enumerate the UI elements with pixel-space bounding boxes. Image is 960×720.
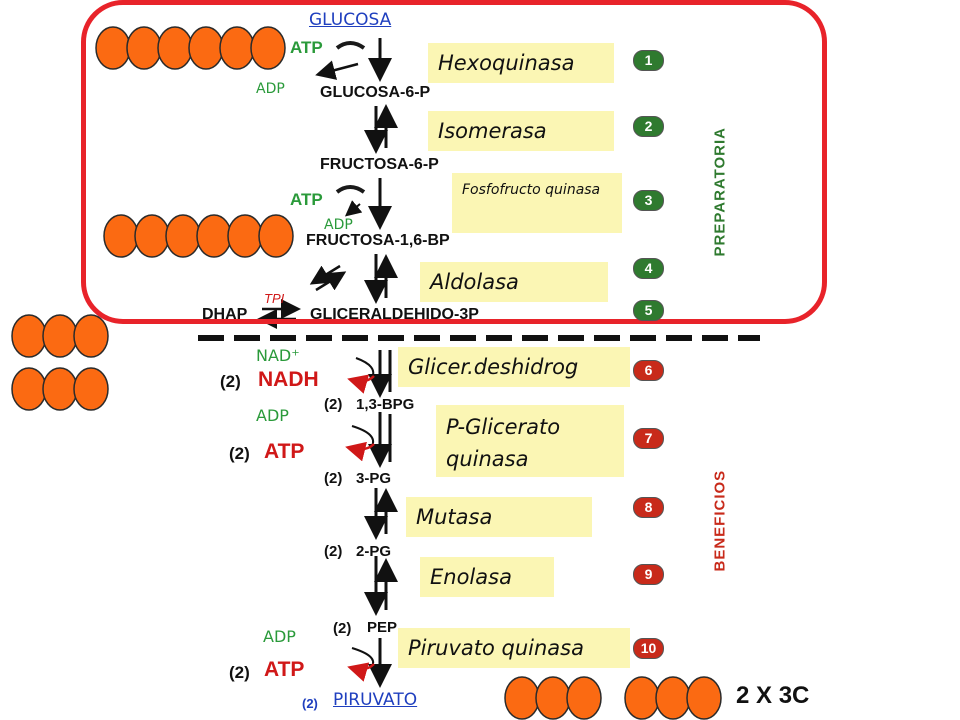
coef-2pg: (2) [324,543,343,560]
carbon-group-piruvato-1 [504,676,602,720]
cofactor-adp-step3: ADP [324,217,353,233]
arrow-step-6 [347,350,392,398]
carbon-group-triose-1 [11,314,109,358]
carbon-atom [73,367,109,411]
carbon-atom [95,26,131,70]
cofactor-adp-step10: ADP [263,627,296,646]
carbon-atom [103,214,139,258]
carbon-group-glucosa [95,26,286,70]
arrow-step-4 [309,254,398,304]
enzyme-label-tpi: TPI [264,291,285,306]
enzyme-box-mutasa: Mutasa [406,497,592,537]
cofactor-adp-step7: ADP [256,406,289,425]
carbon-atom [227,214,263,258]
metabolite-g3p: GLICERALDEHIDO-3P [310,306,479,323]
step-badge-5: 5 [633,300,664,321]
cofactor-atp-step1: ATP [290,38,323,57]
carbon-group-triose-2 [11,367,109,411]
carbon-atom [535,676,571,720]
coef-piruvato: (2) [302,696,318,711]
piruvato-label[interactable]: PIRUVATO [333,690,418,710]
enzyme-box-glicer-deshidrog: Glicer.deshidrog [398,347,630,387]
step-badge-9: 9 [633,564,664,585]
carbon-atom [11,314,47,358]
two-x-3c-label: 2 X 3C [736,682,810,709]
arrow-step-8 [364,488,398,540]
arrow-step-9 [364,556,398,616]
carbon-group-fructosa-bp [103,214,294,258]
enzyme-box-aldolasa: Aldolasa [420,262,608,302]
carbon-atom [11,367,47,411]
enzyme-box-fosfofructoquinasa: Fosfofructo quinasa [452,173,622,233]
step-badge-8: 8 [633,497,664,518]
carbon-atom [655,676,691,720]
step-badge-1: 1 [633,50,664,71]
step-badge-2: 2 [633,116,664,137]
enzyme-box-p-glicerato-quinasa: P-Glicerato quinasa [436,405,624,477]
carbon-atom [126,26,162,70]
cofactor-atp-step3: ATP [290,190,323,209]
cofactor-nadh: NADH [258,368,319,391]
metabolite-dhap: DHAP [202,306,248,323]
carbon-group-piruvato-2 [624,676,722,720]
coef-atp-step10: (2) [229,663,250,682]
step-badge-7: 7 [633,428,664,449]
glucosa-label[interactable]: GLUCOSA [309,10,392,30]
enzyme-box-isomerasa: Isomerasa [428,111,614,151]
coef-3pg: (2) [324,470,343,487]
arrow-step-1 [315,38,392,82]
metabolite-2pg: 2-PG [356,543,392,560]
arrow-step-10 [347,638,392,688]
cofactor-atp-step10: ATP [264,658,305,681]
arrow-step-2 [364,104,398,154]
cofactor-atp-step7: ATP [264,440,305,463]
carbon-atom [42,367,78,411]
step-badge-3: 3 [633,190,664,211]
carbon-atom [258,214,294,258]
enzyme-box-enolasa: Enolasa [420,557,554,597]
carbon-atom [504,676,540,720]
enzyme-box-hexoquinasa: Hexoquinasa [428,43,614,83]
preparatory-phase-frame [81,0,827,324]
coef-atp-step7: (2) [229,444,250,463]
carbon-atom [134,214,170,258]
metabolite-f16bp: FRUCTOSA-1,6-BP [306,232,450,249]
metabolite-g6p: GLUCOSA-6-P [320,84,431,101]
step-badge-10: 10 [633,638,664,659]
carbon-atom [188,26,224,70]
carbon-atom [686,676,722,720]
coef-bpg: (2) [324,396,343,413]
carbon-atom [196,214,232,258]
carbon-atom [219,26,255,70]
enzyme-box-piruvato-quinasa: Piruvato quinasa [398,628,630,668]
coef-nadh: (2) [220,372,241,391]
step-badge-6: 6 [633,360,664,381]
metabolite-f6p: FRUCTOSA-6-P [320,156,439,173]
metabolite-13bpg: 1,3-BPG [356,396,415,413]
carbon-atom [157,26,193,70]
cofactor-nad: NAD⁺ [256,346,300,365]
cofactor-adp-step1: ADP [256,81,285,97]
arrow-step-7 [345,412,392,468]
arrow-step-3 [335,178,392,230]
carbon-atom [566,676,602,720]
step-badge-4: 4 [633,258,664,279]
phase-label-preparatoria: PREPARATORIA [711,126,729,257]
carbon-atom [624,676,660,720]
carbon-atom [42,314,78,358]
metabolite-3pg: 3-PG [356,470,392,487]
carbon-atom [165,214,201,258]
carbon-atom [73,314,109,358]
phase-label-beneficios: BENEFICIOS [711,469,729,572]
coef-pep: (2) [333,620,352,637]
carbon-atom [250,26,286,70]
metabolite-pep: PEP [367,619,398,636]
